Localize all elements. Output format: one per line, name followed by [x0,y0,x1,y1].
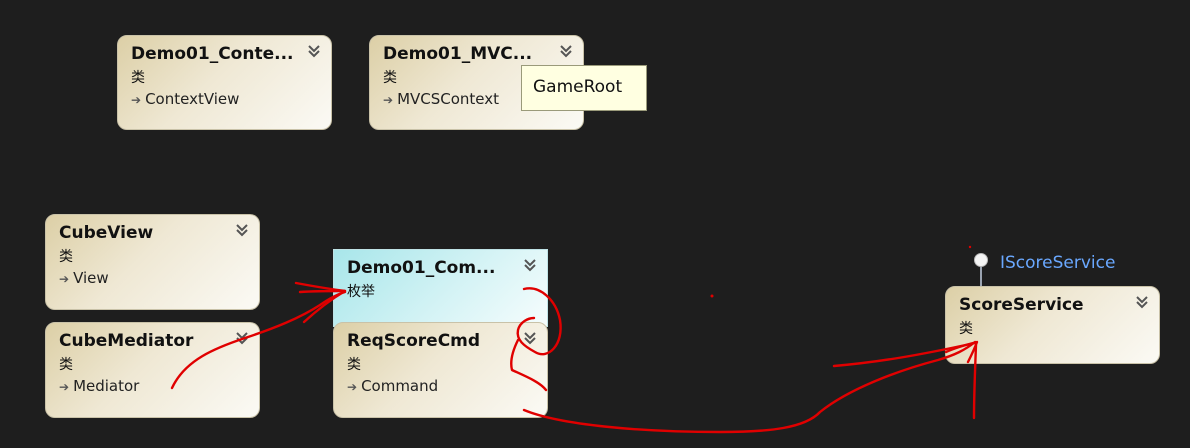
class-kind-label: 类 [59,249,73,265]
interface-lollipop-icon [974,253,988,267]
class-kind-label: 类 [131,70,145,86]
double-chevron-down-icon[interactable] [523,331,537,345]
interface-name-label: IScoreService [1000,253,1116,273]
tooltip: GameRoot [521,65,647,111]
inheritance-arrow-icon: ➔ [59,272,70,286]
class-title: Demo01_MVC... [383,44,533,64]
inheritance-arrow-icon: ➔ [59,380,70,394]
class-card-cube-mediator[interactable]: CubeMediator 类 ➔Mediator [45,322,260,418]
class-card-demo01-context-view[interactable]: Demo01_Conte... 类 ➔ContextView [117,35,332,130]
class-kind-label: 类 [347,357,361,373]
double-chevron-down-icon[interactable] [523,258,537,272]
base-type-row: ➔MVCSContext [383,90,499,108]
base-type-row: ➔Mediator [59,377,139,395]
class-title: CubeView [59,223,154,243]
class-title: ReqScoreCmd [347,331,481,351]
base-type-row: ➔ContextView [131,90,239,108]
double-chevron-down-icon[interactable] [1135,295,1149,309]
inheritance-arrow-icon: ➔ [131,93,142,107]
inheritance-arrow-icon: ➔ [347,380,358,394]
base-type-name: ContextView [145,90,240,108]
class-title: CubeMediator [59,331,194,351]
base-type-name: MVCSContext [397,90,500,108]
base-type-name: View [73,269,109,287]
class-kind-label: 类 [59,357,73,373]
base-type-name: Command [361,377,439,395]
double-chevron-down-icon[interactable] [307,44,321,58]
class-title: Demo01_Conte... [131,44,294,64]
interface-connector [980,267,982,288]
class-card-score-service[interactable]: ScoreService 类 [945,286,1160,364]
class-kind-label: 类 [383,70,397,86]
annotation-dot [968,245,972,249]
annotation-dot [710,294,714,298]
enum-title: Demo01_Com... [347,258,496,278]
base-type-name: Mediator [73,377,140,395]
enum-card-demo01-command[interactable]: Demo01_Com... 枚举 [333,249,548,327]
enum-kind-label: 枚举 [347,284,375,300]
class-card-cube-view[interactable]: CubeView 类 ➔View [45,214,260,310]
double-chevron-down-icon[interactable] [559,44,573,58]
base-type-row: ➔View [59,269,109,287]
annotation-stroke-cmd-to-service [522,340,977,434]
class-card-req-score-cmd[interactable]: ReqScoreCmd 类 ➔Command [333,322,548,418]
class-title: ScoreService [959,295,1084,315]
double-chevron-down-icon[interactable] [235,331,249,345]
double-chevron-down-icon[interactable] [235,223,249,237]
class-kind-label: 类 [959,321,973,337]
base-type-row: ➔Command [347,377,438,395]
inheritance-arrow-icon: ➔ [383,93,394,107]
